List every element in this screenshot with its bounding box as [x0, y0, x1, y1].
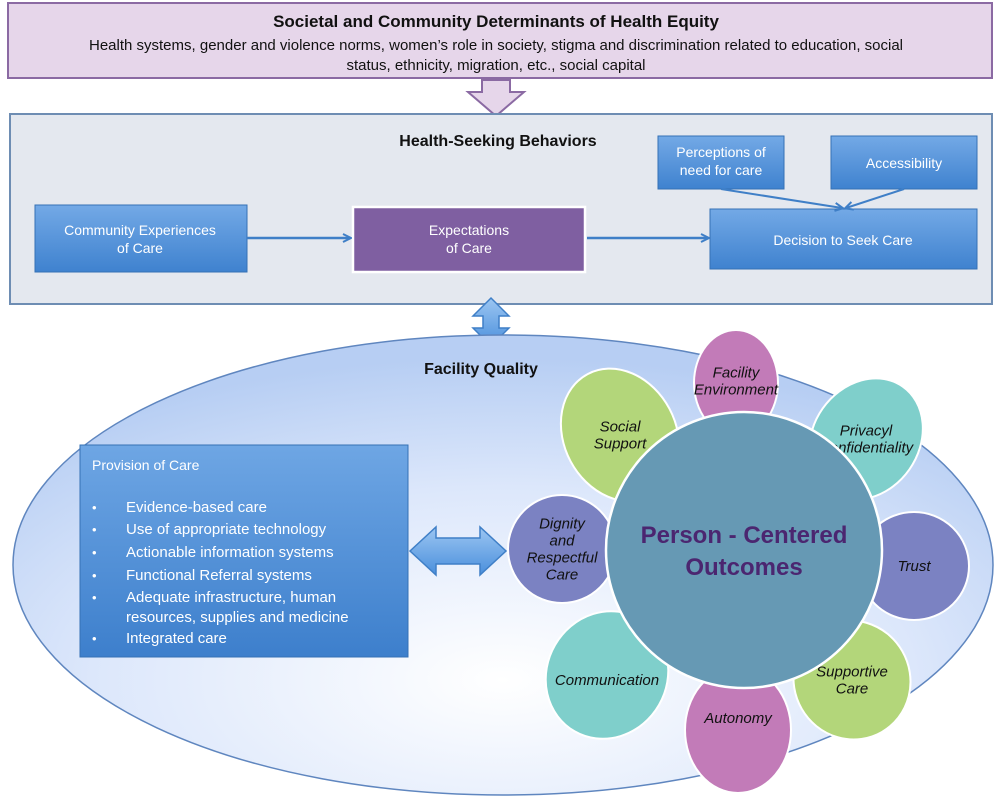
decision-label: Decision to Seek Care — [773, 232, 913, 248]
banner-box — [7, 2, 993, 79]
bullet-icon: • — [92, 545, 97, 560]
provision-of-care-title: Provision of Care — [92, 457, 200, 473]
expectations-line-1: Expectations — [429, 222, 509, 238]
community-experiences-box — [34, 204, 248, 273]
petal-label: Facility — [713, 365, 761, 382]
community-experiences-line-1: Community Experiences — [64, 222, 216, 238]
provision-bullet-item: Adequate infrastructure, human — [126, 589, 336, 606]
bullet-icon: • — [92, 522, 97, 537]
center-circle — [604, 410, 884, 690]
arrow-accessibility-to-decision — [846, 188, 905, 208]
petal-label: Autonomy — [703, 710, 773, 727]
center-title: Outcomes — [685, 554, 802, 581]
petal-label: Environment — [694, 382, 779, 399]
provision-bullet-item: Evidence-based care — [126, 499, 267, 516]
banner-line-2: status, ethnicity, migration, etc., soci… — [346, 57, 645, 74]
facility-quality-title: Facility Quality — [424, 361, 538, 378]
petal-label: and — [549, 533, 575, 550]
expectations-line-2: of Care — [446, 240, 492, 256]
community-experiences-line-2: of Care — [117, 240, 163, 256]
arrow-perceptions-to-decision — [720, 188, 842, 208]
bullet-icon: • — [92, 631, 97, 646]
petal-label: Support — [594, 436, 647, 453]
provision-of-care-panel: Provision of Care • Evidence-based care • U… — [79, 444, 409, 658]
provision-bullet-item: resources, supplies and medicine — [126, 609, 349, 626]
decision-box — [709, 208, 978, 270]
petal-label: Respectful — [527, 550, 599, 567]
perceptions-line-1: Perceptions of — [676, 144, 766, 160]
health-seeking-title: Health-Seeking Behaviors — [399, 133, 597, 150]
bullet-icon: • — [92, 500, 97, 515]
perceptions-line-2: need for care — [680, 162, 763, 178]
banner-line-1: Health systems, gender and violence norm… — [89, 37, 903, 54]
bullet-icon: • — [92, 590, 97, 605]
accessibility-box — [830, 135, 978, 190]
provision-bullet-item: Actionable information systems — [126, 544, 334, 561]
provision-bullet-list: • Evidence-based care • Use of appropriate … — [92, 499, 349, 647]
horizontal-double-arrow-icon — [408, 525, 508, 577]
provision-bullet-item: Functional Referral systems — [126, 567, 312, 584]
down-arrow-icon — [465, 79, 527, 118]
accessibility-label: Accessibility — [866, 155, 942, 171]
center-title: Person - Centered — [641, 522, 848, 549]
petal-label: Dignity — [539, 516, 586, 533]
provision-of-care-box — [79, 444, 409, 658]
petal-trust: Trust — [858, 511, 970, 621]
provision-bullet-item: Use of appropriate technology — [126, 521, 327, 538]
petal-label: Care — [546, 567, 579, 584]
determinants-banner: Societal and Community Determinants of H… — [7, 2, 993, 79]
petal-label: Care — [836, 681, 869, 698]
petal-label: Supportive — [816, 664, 888, 681]
petal-communication: Communication — [544, 610, 670, 740]
perceptions-box — [657, 135, 785, 190]
petal-label: Privacyl — [840, 423, 893, 440]
banner-title: Societal and Community Determinants of H… — [273, 12, 719, 31]
person-centered-flower: FacilityEnvironmentPrivacylConfidentiali… — [507, 329, 970, 794]
petal-label: Social — [600, 419, 642, 436]
expectations-box — [351, 205, 587, 274]
bullet-icon: • — [92, 568, 97, 583]
petal-label: Communication — [555, 672, 659, 689]
health-seeking-panel: Health-Seeking Behaviors Community Exper… — [9, 113, 993, 305]
petal-label: Trust — [897, 558, 931, 575]
provision-bullet-item: Integrated care — [126, 630, 227, 647]
